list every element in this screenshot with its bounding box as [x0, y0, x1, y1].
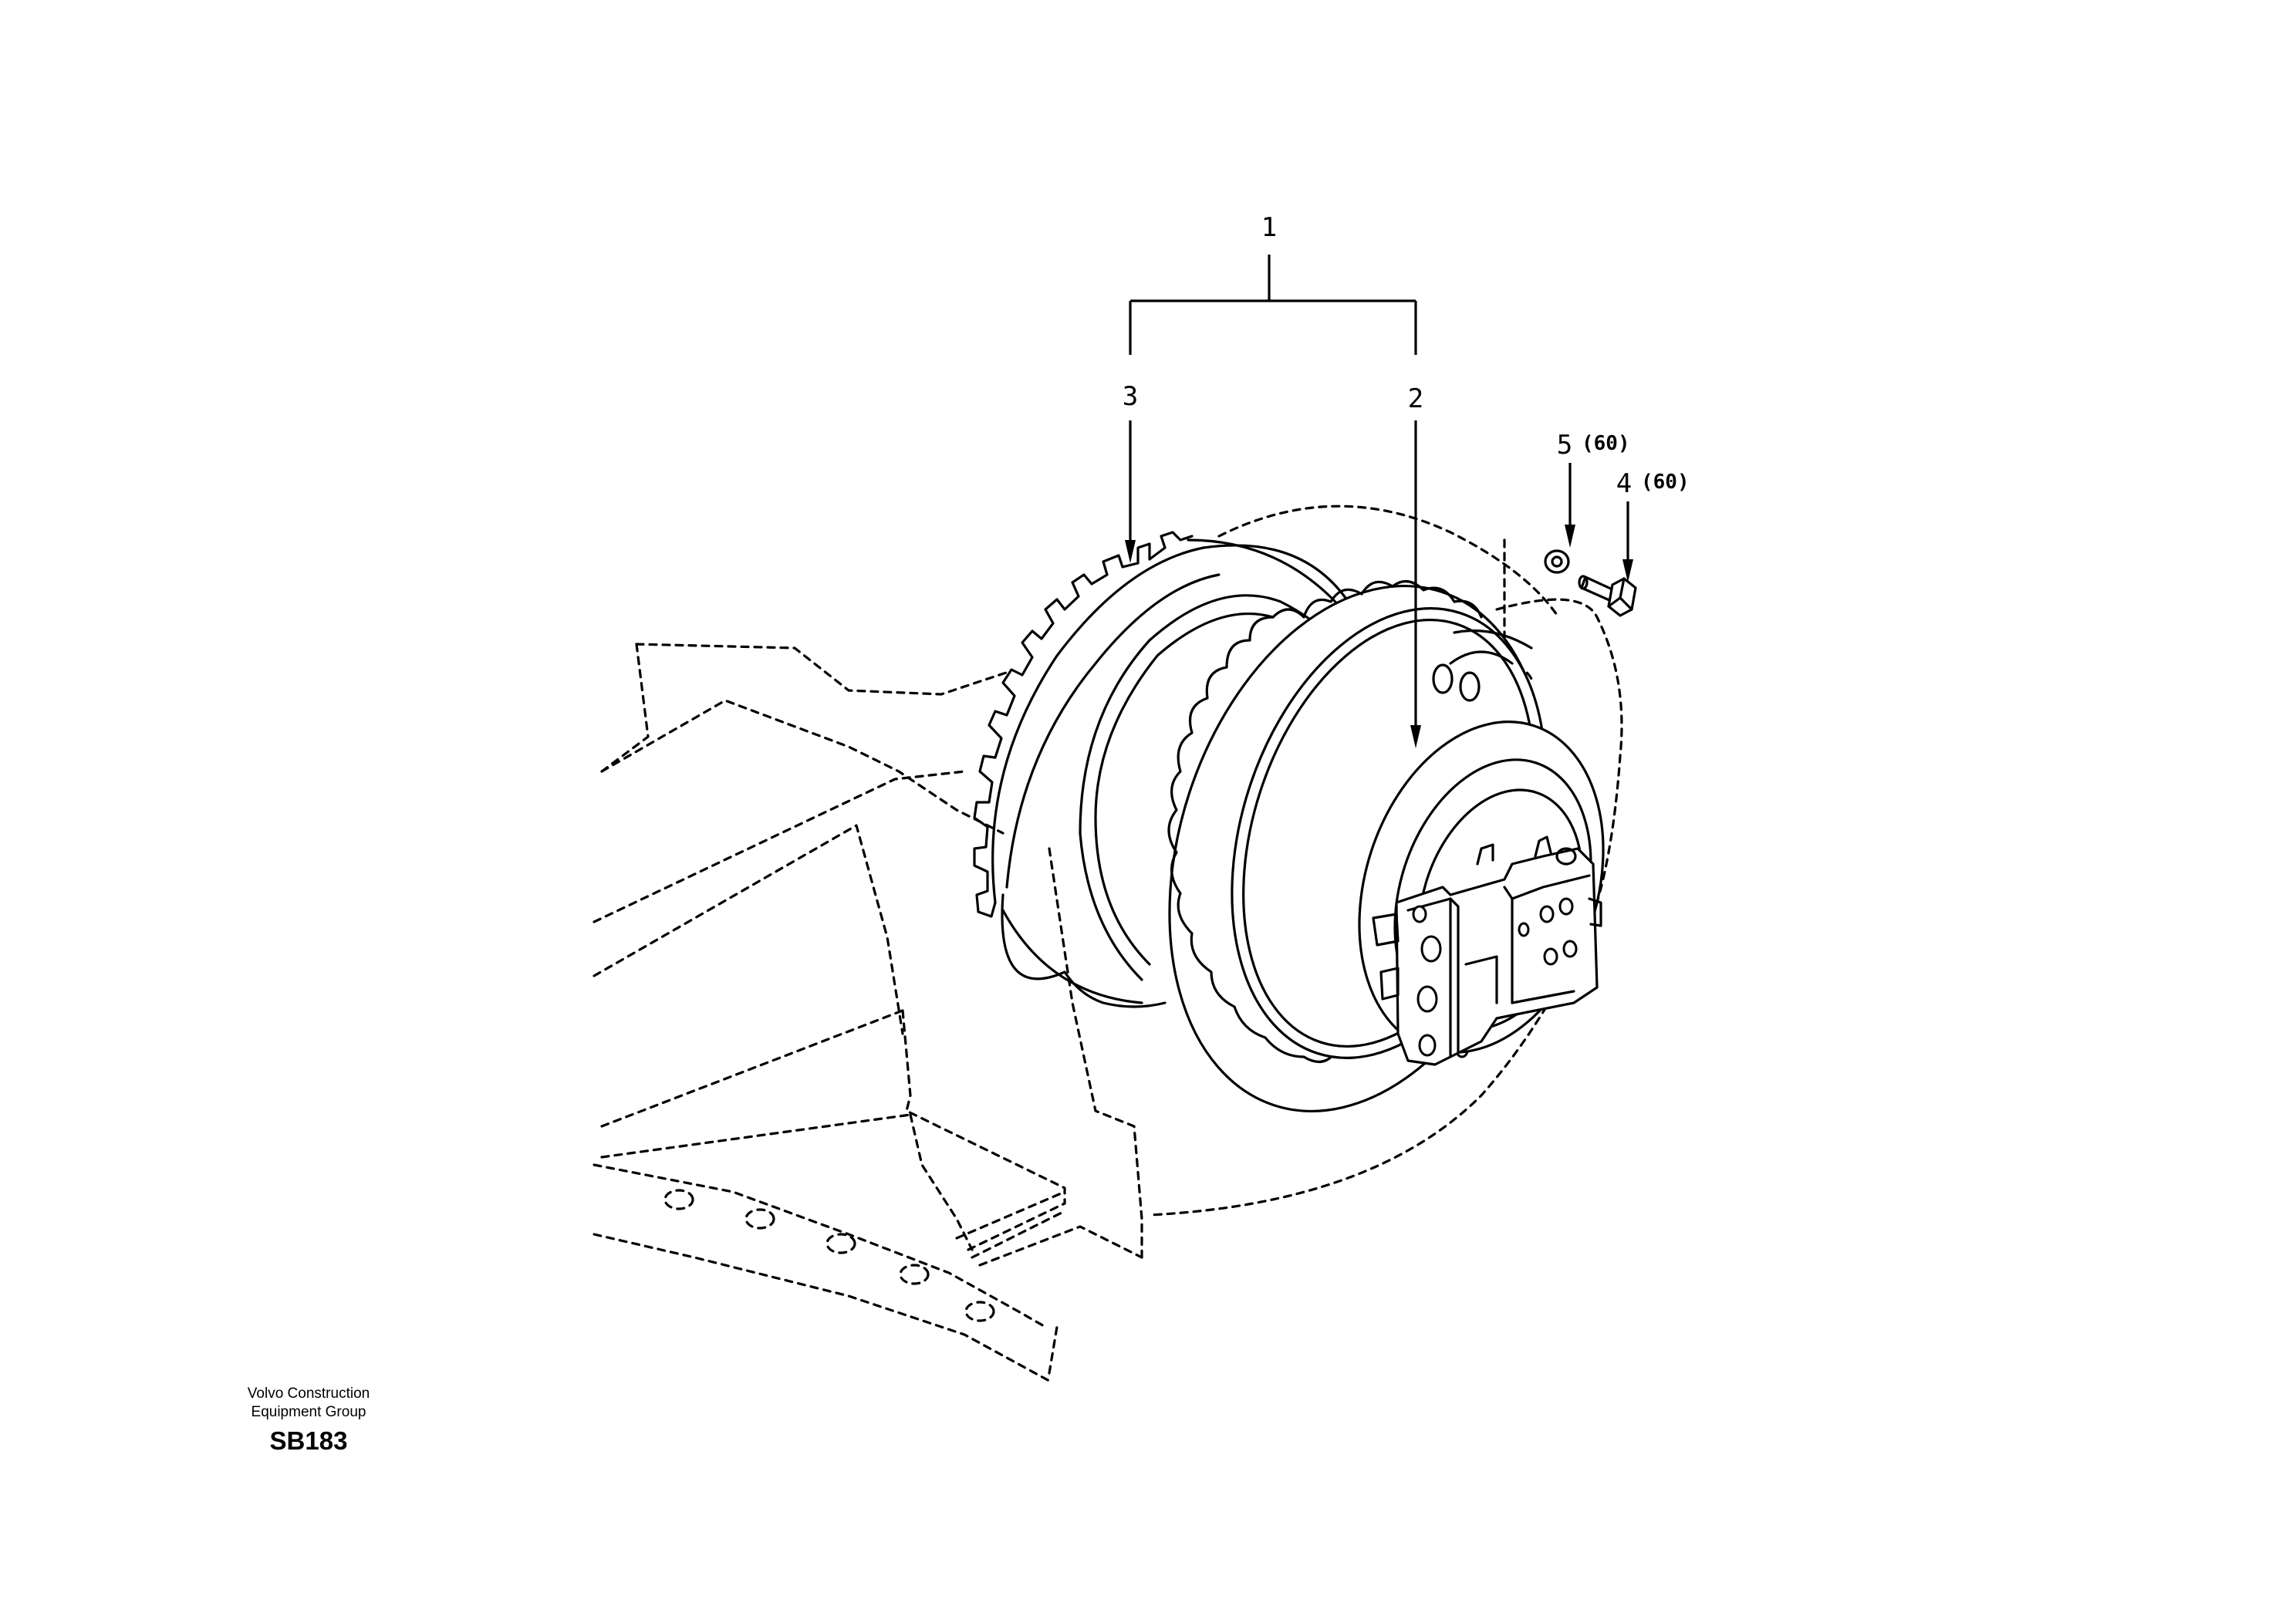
callout-4: 4 [1616, 468, 1632, 499]
washer-part [1544, 549, 1570, 574]
callout-1: 1 [1261, 212, 1277, 243]
org-name-line-1: Volvo Construction [247, 1385, 370, 1402]
valve-block [1372, 835, 1602, 1066]
callout-5-quantity: (60) [1582, 432, 1630, 455]
callout-leaders [1125, 255, 1633, 748]
track-frame-outline [593, 643, 1143, 1382]
drawing-footer: Volvo Construction Equipment Group SB183 [208, 1385, 409, 1456]
org-name-line-2: Equipment Group [251, 1404, 366, 1420]
drawing-code: SB183 [269, 1426, 348, 1455]
callout-3: 3 [1123, 381, 1138, 412]
callout-4-quantity: (60) [1641, 471, 1690, 494]
callout-2: 2 [1408, 383, 1423, 414]
callout-5: 5 [1557, 430, 1572, 461]
bolt-part [1578, 575, 1637, 617]
travel-motor [1167, 580, 1605, 1112]
frame-bolt-holes [663, 1189, 995, 1322]
